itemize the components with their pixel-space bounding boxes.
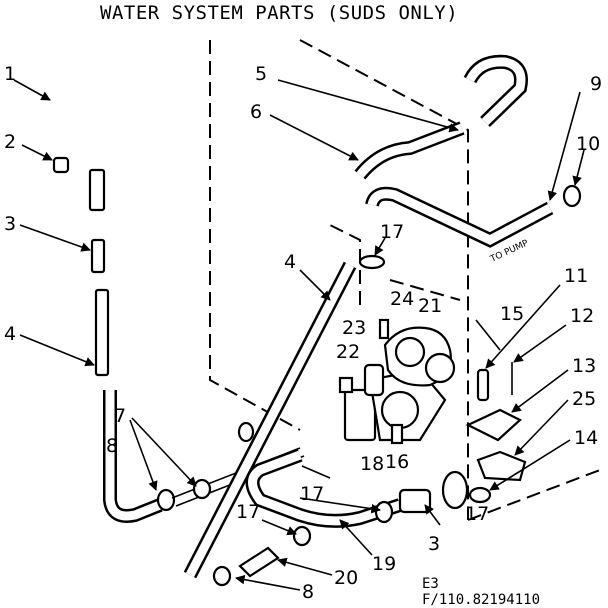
clip-part-13: [465, 408, 522, 442]
callout-2: 2: [4, 131, 16, 153]
callout-18: 18: [360, 453, 384, 475]
solenoid-22: [363, 363, 385, 397]
clamp-part-17-lower: [374, 500, 394, 524]
callout-1: 1: [4, 63, 16, 85]
callout-8-lower: 8: [302, 581, 314, 603]
fitting-part-3: [88, 168, 106, 212]
callout-24: 24: [390, 288, 414, 310]
diagram-title: WATER SYSTEM PARTS (SUDS ONLY): [100, 2, 459, 24]
mounting-bracket-18: [343, 388, 377, 442]
clamp-part-17-left: [292, 525, 312, 547]
clamp-part-14: [468, 486, 492, 504]
callout-7: 7: [114, 405, 126, 427]
clamp-part-17-mid: [237, 421, 255, 443]
callout-23: 23: [342, 317, 366, 339]
leader-lines: [13, 79, 585, 591]
clamp-part-8-left: [156, 488, 176, 512]
callout-4: 4: [4, 323, 16, 345]
callout-25: 25: [572, 388, 596, 410]
cap-part-2: [52, 156, 70, 174]
callout-3: 3: [4, 213, 16, 235]
callout-11: 11: [564, 265, 588, 287]
callout-20: 20: [334, 567, 358, 589]
callout-8: 8: [106, 435, 118, 457]
callout-17-mid: 17: [300, 483, 324, 505]
bolt-part-11: [476, 368, 490, 402]
callout-16: 16: [385, 451, 409, 473]
footer-code-1: E3: [422, 576, 439, 592]
coupler-part-3-lower: [398, 488, 432, 514]
clamp-part-17-top: [358, 254, 386, 270]
callout-19: 19: [372, 553, 396, 575]
callout-17-left: 17: [236, 501, 260, 523]
callout-5: 5: [255, 63, 267, 85]
clamp-part-7: [192, 478, 212, 500]
valve-assembly: [338, 318, 456, 445]
coupler-part-3: [90, 238, 106, 274]
callout-22: 22: [336, 341, 360, 363]
screw-24: [378, 318, 390, 340]
callout-10: 10: [576, 133, 600, 155]
callout-12: 12: [570, 305, 594, 327]
callout-4-diagonal: 4: [284, 251, 296, 273]
valve-part-20: [238, 546, 280, 578]
callout-13: 13: [572, 355, 596, 377]
callout-6: 6: [250, 101, 262, 123]
footer-code-2: F/110.82194110: [422, 592, 540, 608]
callout-9: 9: [590, 73, 602, 95]
cabinet-outline: [209, 39, 601, 521]
callout-21: 21: [418, 295, 442, 317]
pump-inlet: [441, 470, 469, 510]
callout-17-right: 17: [465, 503, 489, 525]
callout-17-top: 17: [380, 221, 404, 243]
clamp-part-10: [562, 184, 582, 208]
hose-part-1: [55, 85, 101, 160]
hose-part-4-left: [94, 288, 110, 377]
screw-22: [338, 376, 354, 394]
bracket-part-25: [476, 450, 527, 482]
callout-14: 14: [574, 427, 598, 449]
clamp-part-8-lower: [212, 565, 232, 587]
screw-16: [390, 423, 404, 445]
callout-15: 15: [500, 303, 524, 325]
callout-3-lower: 3: [428, 533, 440, 555]
